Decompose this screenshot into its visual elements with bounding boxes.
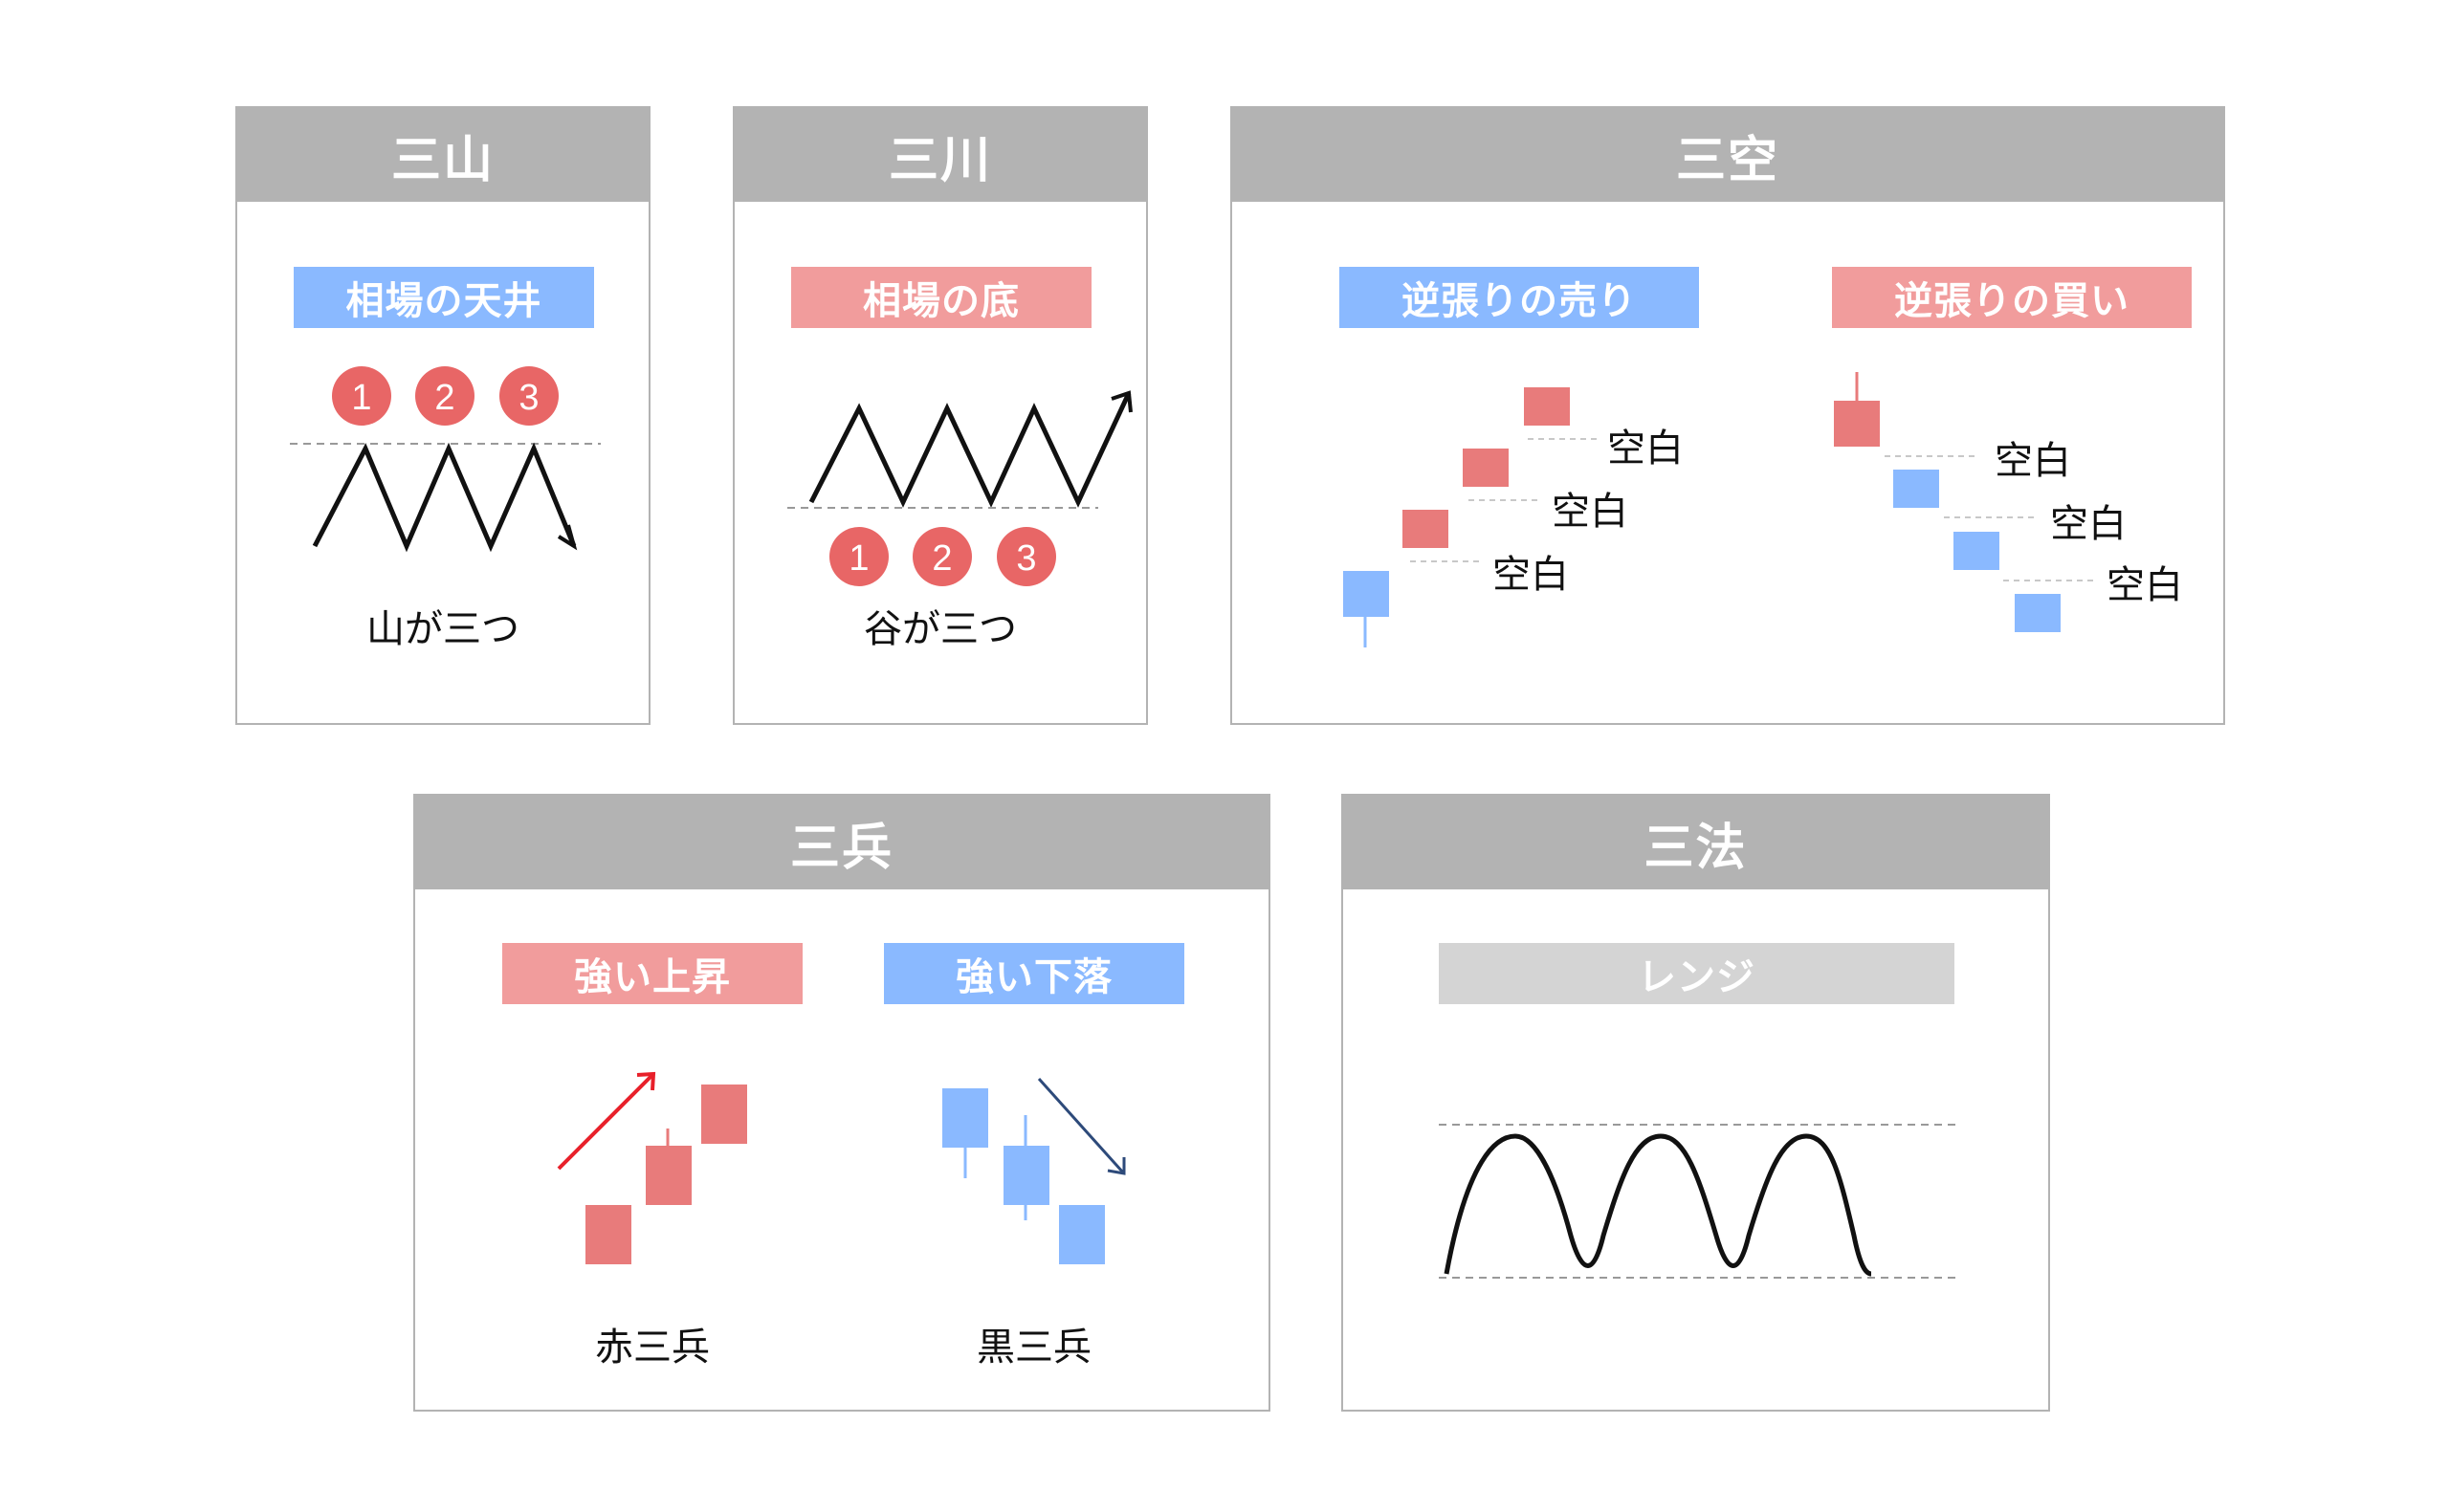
candle-red [1463,449,1509,487]
gap-dashes-sell [1410,438,1601,562]
arrow-head [557,524,578,551]
caption-black-crows: 黒三兵 [977,1326,1092,1370]
panel-sansen: 三川 相場の底 1 2 3 谷が三つ [733,106,1148,725]
marker-3: 3 [518,378,539,418]
candle-red [1524,387,1570,426]
candle-red [701,1085,747,1144]
badge-market-bottom: 相場の底 [791,267,1092,328]
gap-up-candles [1343,372,2095,647]
gap-label: 空白 [2107,563,2183,607]
marker-circles [332,366,559,426]
range-wave-diagram [1439,1124,1955,1279]
gap-label: 空白 [1995,439,2071,483]
marker-3: 3 [1016,538,1036,579]
panel-title: 三法 [1343,796,2048,889]
marker-2: 2 [932,538,952,579]
candle-red [1834,401,1880,447]
panel-title: 三山 [237,108,649,202]
badge-strong-rise: 強い上昇 [502,943,803,1004]
marker-1: 1 [849,538,869,579]
gap-label: 空白 [1607,427,1684,471]
caption: 山が三つ [366,607,519,651]
candle-blue [1343,571,1389,617]
arrow-head [636,1071,656,1091]
gap-dashes-buy [1885,455,2095,581]
panel-sanzan: 三山 相場の天井 1 2 3 山が三つ [235,106,651,725]
gap-label: 空白 [1552,490,1628,534]
triple-top-zigzag [312,442,577,553]
marker-2: 2 [434,378,454,418]
candle-red [646,1146,692,1205]
triple-top-diagram: 1 2 3 [290,366,601,553]
gap-label: 空白 [2050,502,2127,546]
trend-arrow-up [557,1073,654,1171]
panel-title: 三空 [1232,108,2223,202]
arrow-head [1111,390,1133,413]
badge-strong-fall: 強い下落 [884,943,1184,1004]
arrow-head [1107,1157,1126,1175]
candle-red [1402,510,1448,548]
candle-blue [2015,594,2061,632]
candle-blue [1893,470,1939,508]
marker-circles [829,527,1056,586]
badge-range: レンジ [1439,943,1954,1004]
candle-blue [942,1088,988,1148]
triple-bottom-zigzag [808,391,1132,508]
candle-blue [1059,1205,1105,1264]
range-wave [1444,1133,1872,1277]
gap-label: 空白 [1492,553,1569,597]
triple-bottom-diagram: 1 2 3 [787,390,1133,586]
badge-market-top: 相場の天井 [294,267,594,328]
caption-red-soldiers: 赤三兵 [595,1326,710,1370]
candle-blue [1953,532,1999,570]
candle-blue [1004,1146,1049,1205]
panel-sanpou: 三法 レンジ [1341,794,2050,1412]
caption: 谷が三つ [864,607,1017,651]
candle-red [585,1205,631,1264]
panel-sanku: 三空 逆張りの売り 逆張りの買い 空白 空白 空白 空白 空白 空白 [1230,106,2225,725]
trend-arrow-down [1037,1077,1125,1174]
panel-title: 三川 [735,108,1146,202]
badge-counter-buy: 逆張りの買い [1832,267,2192,328]
three-soldiers-diagram [557,1071,1126,1264]
badge-counter-sell: 逆張りの売り [1339,267,1699,328]
marker-1: 1 [351,378,371,418]
panel-sanpei: 三兵 強い上昇 強い下落 赤三兵 黒三兵 [413,794,1270,1412]
panel-title: 三兵 [415,796,1269,889]
